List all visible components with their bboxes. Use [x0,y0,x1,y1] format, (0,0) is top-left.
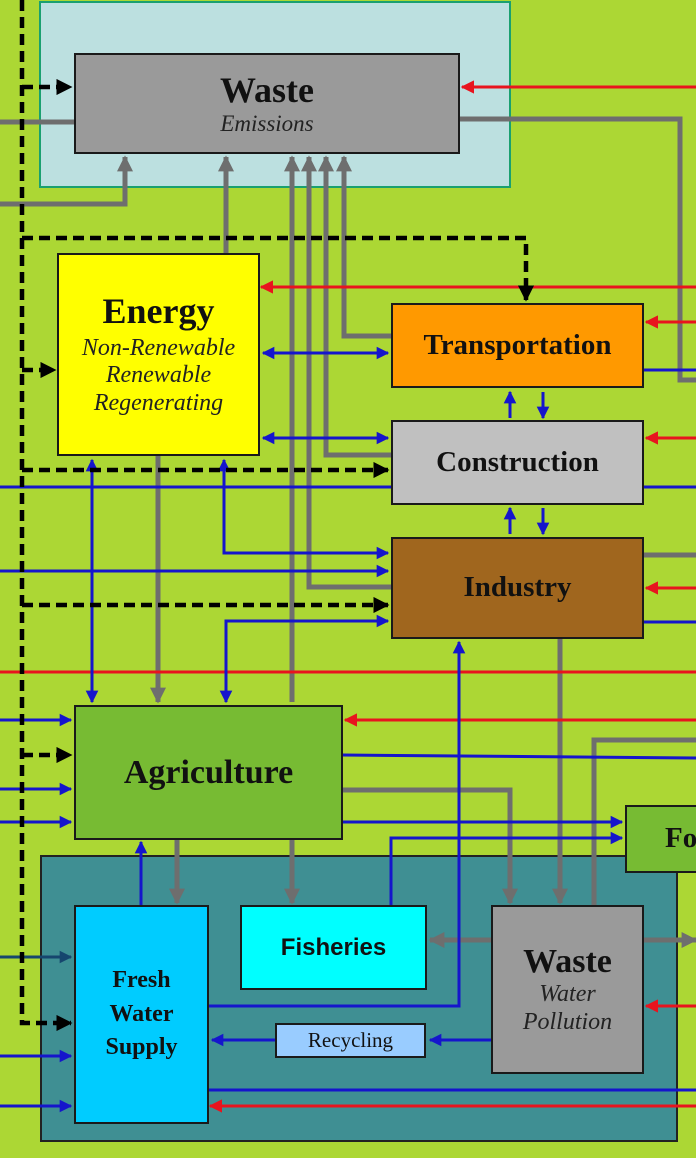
agriculture-title: Agriculture [123,753,294,791]
control-flows [19,0,535,1032]
gray-arrow-agriculture-to-waste-water [342,787,519,905]
waste-water-title: Waste [523,943,612,981]
blue-arrow-energy-industry [217,458,390,560]
energy-title: Energy [102,291,215,332]
fresh-water-line-fresh: Fresh [112,967,171,994]
food-node: Fo [625,805,696,873]
blue-arrow-fisheries-to-food [389,831,624,906]
blue-arrow-freshwater-to-industry [208,640,466,1008]
gray-arrow-construction-to-waste [317,155,392,458]
fisheries-title: Fisheries [280,933,387,961]
fresh-water-line-water: Water [109,1000,174,1027]
dashed-arrow-to-transportation [22,235,535,302]
waste-water-line-pollution: Pollution [522,1009,613,1036]
industry-node: Industry [391,537,644,639]
food-title: Fo [665,822,696,855]
recycling-node: Recycling [275,1023,426,1058]
construction-node: Construction [391,420,644,505]
gray-arrow-to-waste-left [0,155,134,207]
gray-arrow-industry-to-waste [300,155,392,590]
gray-flows [0,116,696,949]
construction-title: Construction [436,445,599,478]
blue-arrow-industry-agriculture [219,614,390,704]
transportation-title: Transportation [423,328,612,361]
fisheries-node: Fisheries [240,905,427,990]
waste-water-node: Waste Water Pollution [491,905,644,1074]
energy-line-regenerating: Regenerating [93,389,224,416]
gray-arrow-transport-to-waste [335,155,392,339]
transportation-node: Transportation [391,303,644,388]
energy-line-non-renewable: Non-Renewable [81,334,236,361]
fresh-water-supply-node: Fresh Water Supply [74,905,209,1124]
waste-emissions-title: Waste [220,69,314,110]
waste-water-line-water: Water [539,981,596,1008]
blue-flows [0,346,696,1113]
blue-line-agriculture-out [341,753,696,760]
gray-arrow-waste-water-up-right [591,737,696,905]
energy-line-renewable: Renewable [105,362,212,389]
waste-emissions-subtitle: Emissions [220,110,314,136]
dashed-spine-to-freshwater [19,0,73,1032]
fresh-water-line-supply: Supply [105,1034,178,1061]
industry-title: Industry [463,571,572,604]
energy-node: Energy Non-Renewable Renewable Regenerat… [57,253,260,456]
waste-emissions-node: Waste Emissions [74,53,460,154]
agriculture-node: Agriculture [74,705,343,840]
recycling-title: Recycling [307,1028,394,1053]
gray-arrow-waste-right-out [459,116,696,383]
